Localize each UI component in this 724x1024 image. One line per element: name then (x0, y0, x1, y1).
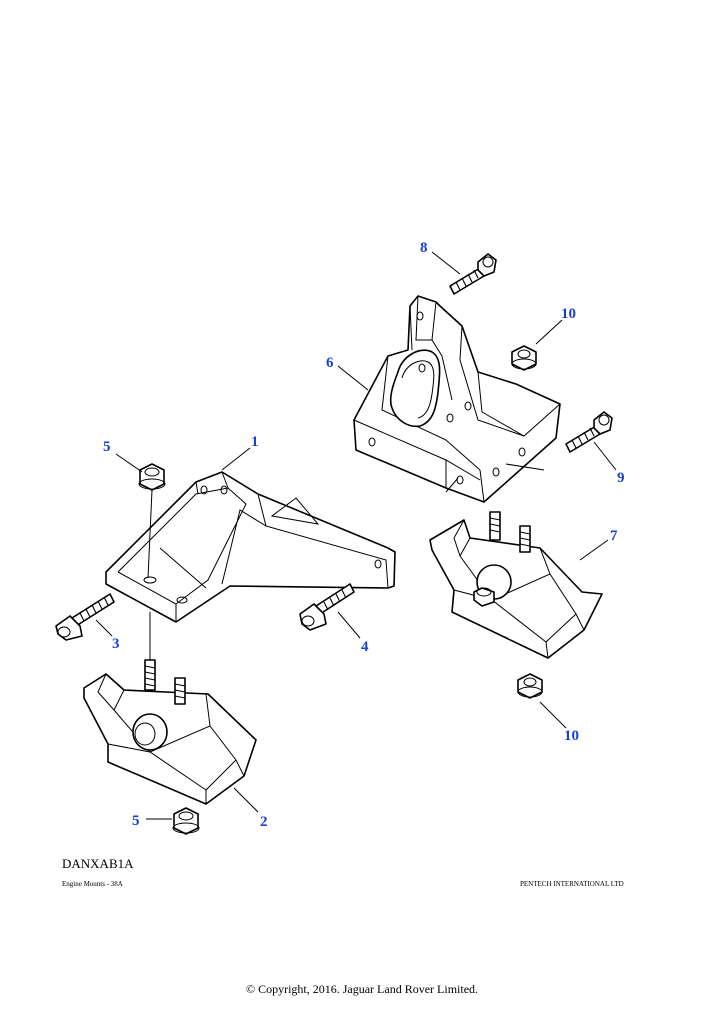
part-3-bolt (55, 593, 115, 641)
callout-6: 6 (326, 355, 334, 371)
callouts: 1 2 3 4 5 5 6 7 8 9 10 10 (103, 240, 625, 830)
callout-1: 1 (251, 434, 259, 450)
callout-5-upper: 5 (103, 439, 111, 455)
callout-10-lower: 10 (564, 728, 579, 744)
part-1-bracket (105, 471, 396, 623)
part-10-nut-lower (517, 673, 543, 699)
part-2-rubber-mount (83, 659, 257, 805)
publisher-caption: PENTECH INTERNATIONAL LTD (520, 880, 624, 888)
part-9-bolt (565, 411, 613, 453)
callout-2: 2 (260, 814, 268, 830)
callout-4: 4 (361, 639, 369, 655)
callout-10-upper: 10 (561, 306, 576, 322)
part-5-nut-upper (138, 463, 166, 491)
assembly-lines (147, 463, 545, 660)
copyright-notice: © Copyright, 2016. Jaguar Land Rover Lim… (245, 982, 479, 996)
part-8-bolt (449, 253, 497, 295)
part-5-nut-lower (172, 807, 200, 835)
section-caption: Engine Mounts - 38A (62, 880, 123, 888)
callout-3: 3 (112, 636, 120, 652)
callout-7: 7 (610, 528, 618, 544)
part-4-bolt (299, 583, 355, 631)
drawing-id: DANXAB1A (62, 856, 134, 871)
part-6-bracket (353, 295, 561, 503)
leader-lines (95, 251, 617, 820)
callout-9: 9 (617, 470, 625, 486)
callout-8: 8 (420, 240, 428, 256)
part-10-nut-upper (511, 345, 537, 371)
callout-5-lower: 5 (132, 813, 140, 829)
part-7-rubber-mount (429, 511, 603, 659)
